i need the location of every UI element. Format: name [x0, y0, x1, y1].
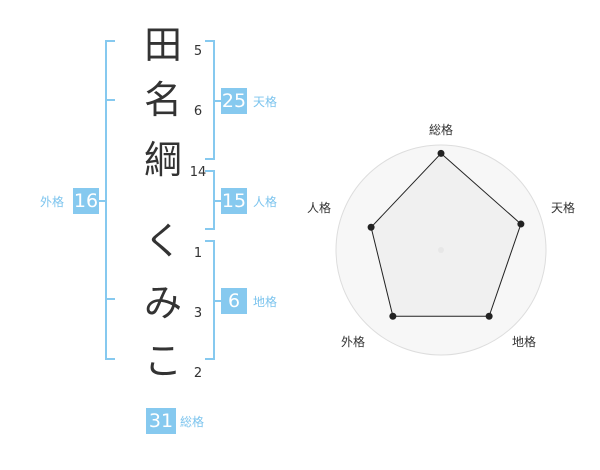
name-char-5: み: [143, 281, 182, 325]
gaikaku-label: 外格: [40, 195, 65, 209]
axis-label-chikaku: 地格: [512, 334, 536, 349]
axis-label-jinkaku: 人格: [307, 200, 331, 215]
name-char-6: こ: [143, 339, 182, 383]
tenkaku-bracket-bottom: [205, 158, 215, 160]
stroke-count-6: 2: [193, 366, 203, 381]
axis-label-soukaku: 総格: [429, 122, 453, 137]
axis-label-gaikaku: 外格: [341, 334, 365, 349]
gaikaku-badge: 16: [73, 188, 99, 214]
stroke-count-2: 6: [193, 104, 203, 119]
radar-point-2: [517, 220, 525, 228]
axis-label-tenkaku: 天格: [551, 200, 575, 215]
chikaku-label: 地格: [253, 295, 278, 309]
chikaku-bracket-top: [205, 240, 215, 242]
stroke-count-5: 3: [193, 306, 203, 321]
name-char-1: 田: [143, 23, 182, 67]
name-char-2: 名: [143, 78, 182, 122]
tenkaku-label: 天格: [253, 95, 278, 109]
chikaku-badge: 6: [221, 288, 247, 314]
jinkaku-label: 人格: [253, 195, 278, 209]
chikaku-connector: [213, 300, 221, 302]
gaikaku-bracket-tick-1: [105, 99, 115, 101]
tenkaku-badge: 25: [221, 88, 247, 114]
radar-data-polygon: [370, 152, 522, 317]
name-char-4: く: [143, 219, 182, 263]
tenkaku-connector: [213, 100, 221, 102]
stroke-count-3: 14: [189, 165, 207, 180]
stroke-count-1: 5: [193, 44, 203, 59]
soukaku-badge: 31: [146, 408, 176, 434]
gaikaku-connector: [99, 200, 107, 202]
name-char-3: 綱: [143, 138, 182, 182]
tenkaku-bracket-top: [205, 40, 215, 42]
jinkaku-bracket-top: [205, 170, 215, 172]
jinkaku-bracket-bottom: [205, 228, 215, 230]
gaikaku-bracket-tick-2: [105, 298, 115, 300]
stroke-count-4: 1: [193, 246, 203, 261]
jinkaku-connector: [213, 200, 221, 202]
radar-point-4: [389, 312, 397, 320]
gaikaku-bracket-bottom: [105, 358, 115, 360]
jinkaku-badge: 15: [221, 188, 247, 214]
radar-point-3: [485, 312, 493, 320]
radar-point-5: [367, 223, 375, 231]
chikaku-bracket-bottom: [205, 358, 215, 360]
soukaku-label: 総格: [180, 415, 205, 429]
gaikaku-bracket-top: [105, 40, 115, 42]
radar-point-1: [437, 149, 445, 157]
